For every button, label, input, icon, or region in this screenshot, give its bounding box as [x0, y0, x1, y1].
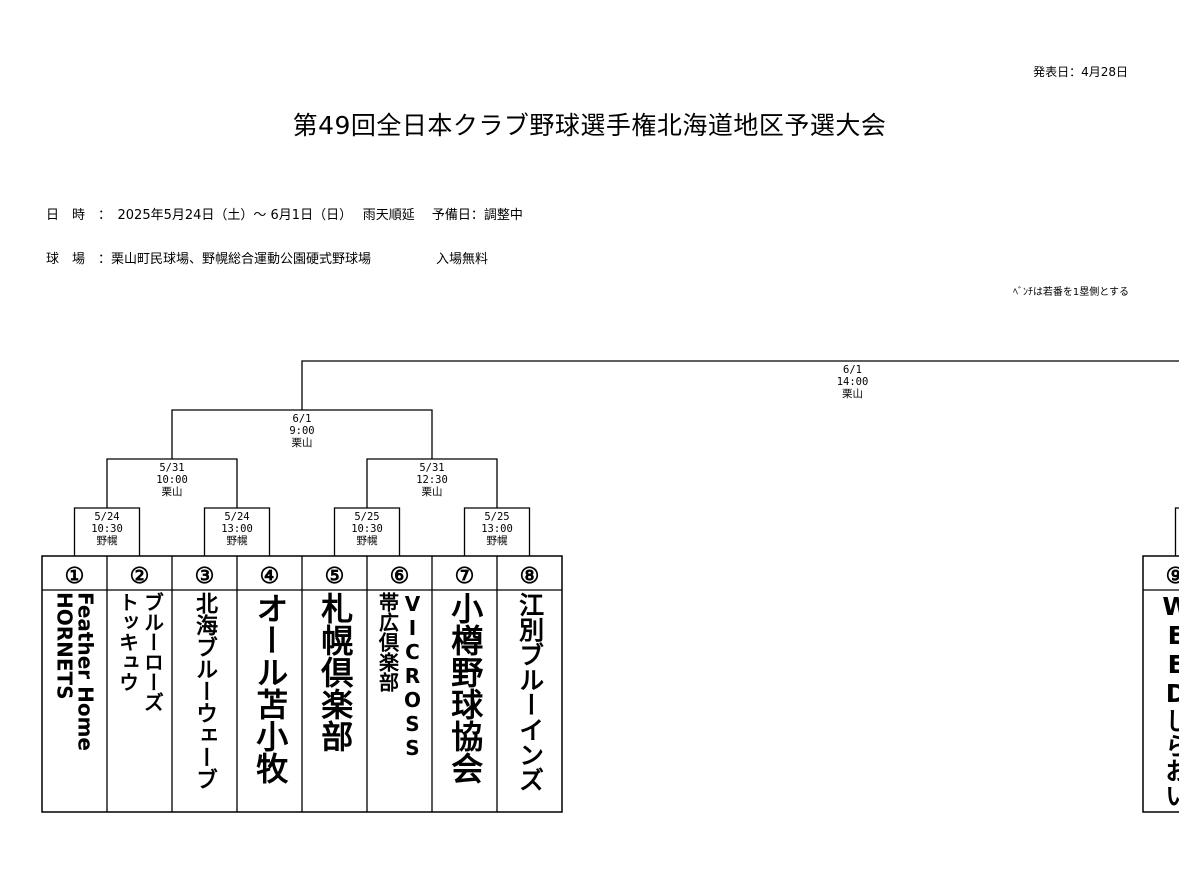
game-final-date: 6/1 [843, 364, 862, 376]
game-r2-2-time: 12:30 [416, 474, 448, 486]
seed-number: ④ [260, 564, 280, 589]
seed-number: ② [130, 564, 150, 589]
venue-info: 球 場 ：栗山町民球場、野幌総合運動公園硬式野球場 入場無料 [46, 252, 489, 267]
game-r1-4-venue: 野幌 [487, 534, 508, 547]
team-name: 北海ブルーウェーブ [192, 592, 218, 790]
game-r1-1-date: 5/24 [94, 511, 119, 523]
game-r1-3-venue: 野幌 [357, 534, 378, 547]
game-final-time: 14:00 [837, 376, 869, 388]
game-r1-2-time: 13:00 [221, 523, 253, 535]
game-semifinal-1-venue: 栗山 [292, 437, 313, 449]
page-title: 第49回全日本クラブ野球選手権北海道地区予選大会 [292, 111, 887, 140]
team-name: ブルーローズ [140, 592, 165, 712]
team-name: 江別ブルーインズ [515, 592, 545, 792]
game-r1-3-date: 5/25 [354, 511, 379, 523]
game-r2-2-venue: 栗山 [422, 486, 443, 498]
game-r1-3-time: 10:30 [351, 523, 383, 535]
game-r1-1-venue: 野幌 [97, 534, 118, 547]
seed-number: ① [65, 564, 85, 589]
seed-number: ③ [195, 564, 215, 589]
seed-number: ⑨ [1166, 564, 1179, 589]
game-final-venue: 栗山 [842, 388, 863, 400]
seed-number: ⑤ [325, 564, 345, 589]
team-name-cell: トッキュウブルーローズ [108, 592, 172, 810]
game-r2-1-venue: 栗山 [162, 486, 183, 498]
schedule-info: 日 時 ： 2025年5月24日（土）～ 6月1日（日） 雨天順延 予備日：調整… [46, 208, 523, 223]
team-name: 帯広倶楽部 [375, 592, 400, 692]
bench-note: ﾍﾞﾝﾁは若番を1塁側とする [1012, 287, 1129, 298]
seed-number: ⑧ [520, 564, 540, 589]
team-name: トッキュウ [115, 592, 140, 692]
team-name: 札幌倶楽部 [316, 592, 355, 752]
game-r2-1-time: 10:00 [156, 474, 188, 486]
game-r2-2-date: 5/31 [419, 462, 444, 474]
game-r1-1-time: 10:30 [91, 523, 123, 535]
team-name: Feather Home HORNETS [52, 592, 98, 751]
game-r1-2-venue: 野幌 [227, 534, 248, 547]
team-name-cell: オール苫小牧 [238, 592, 302, 810]
game-r1-4-time: 13:00 [481, 523, 513, 535]
team-name: WEEDしらおい [1161, 592, 1179, 808]
team-name-cell: 小樽野球協会 [433, 592, 497, 810]
team-name-cell: 北海ブルーウェーブ [173, 592, 237, 810]
game-r1-4-date: 5/25 [484, 511, 509, 523]
seed-number: ⑦ [455, 564, 475, 589]
team-name-cell: WEEDしらおい [1144, 592, 1179, 810]
announcement-date: 発表日：4月28日 [1033, 65, 1128, 79]
game-semifinal-1-date: 6/1 [293, 413, 312, 425]
seed-number: ⑥ [390, 564, 410, 589]
game-r1-2-date: 5/24 [224, 511, 249, 523]
team-name: 小樽野球協会 [446, 592, 485, 784]
game-r2-1-date: 5/31 [159, 462, 184, 474]
team-name-cell: 江別ブルーインズ [498, 592, 562, 810]
team-name-cell: 札幌倶楽部 [303, 592, 367, 810]
game-semifinal-1-time: 9:00 [289, 425, 314, 437]
team-block-2 [1142, 555, 1179, 813]
team-name-cell: Feather Home HORNETS [43, 592, 107, 810]
team-name: オール苫小牧 [251, 592, 290, 784]
bracket-r1-game-5 [1174, 507, 1179, 556]
team-name: VICROSS [400, 592, 425, 760]
bracket-final [301, 360, 1179, 410]
